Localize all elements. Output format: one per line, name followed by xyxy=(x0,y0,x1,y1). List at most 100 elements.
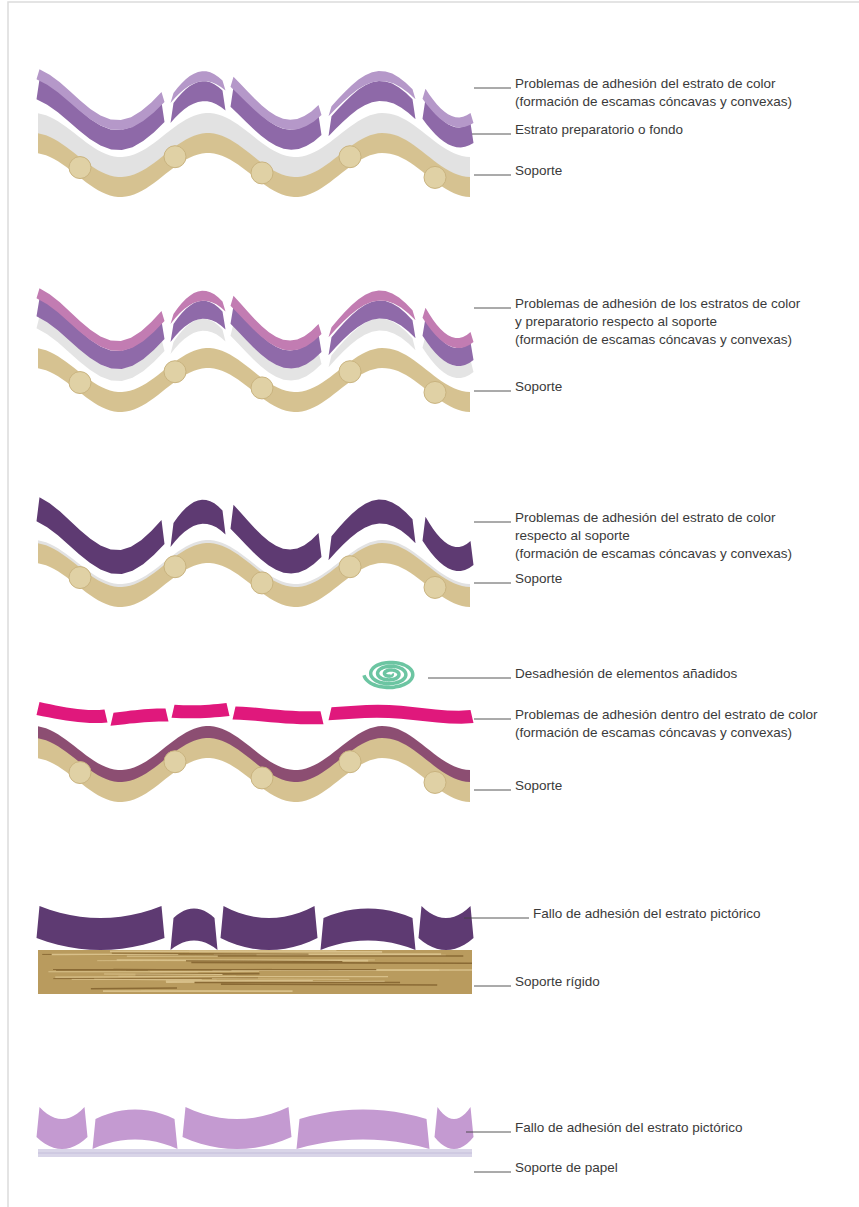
paper-support xyxy=(38,1149,472,1157)
wood-grain xyxy=(189,950,382,952)
leader-line xyxy=(474,522,511,523)
rigid-support xyxy=(38,950,472,994)
paper-fibre xyxy=(38,1153,472,1154)
wood-grain xyxy=(72,979,202,980)
paint-flake xyxy=(329,499,416,560)
leader-line xyxy=(474,790,511,791)
paint-flake xyxy=(183,1107,292,1149)
paint-flake xyxy=(171,908,218,950)
canvas-thread xyxy=(69,762,91,784)
wood-grain xyxy=(212,978,349,980)
canvas-thread xyxy=(69,372,91,394)
paint-flake xyxy=(171,500,226,547)
paint-flake xyxy=(435,1107,474,1149)
canvas-thread xyxy=(339,556,361,578)
leader-line xyxy=(474,88,511,89)
paint-flake xyxy=(231,77,322,130)
support-band xyxy=(38,738,470,802)
part-label: Problemas de adhesión del estrato de col… xyxy=(515,509,792,563)
wood-grain xyxy=(112,953,309,955)
paint-flake xyxy=(171,71,226,103)
paint-flake xyxy=(329,81,416,136)
added-element-spiral xyxy=(364,662,413,687)
paint-flake xyxy=(329,705,474,724)
case-3 xyxy=(37,497,474,607)
canvas-thread xyxy=(251,162,273,184)
case-5 xyxy=(37,906,474,994)
canvas-thread xyxy=(251,767,273,789)
part-label: Soporte rígido xyxy=(515,973,600,991)
wood-grain xyxy=(186,960,342,962)
frame xyxy=(8,2,859,1207)
canvas-thread xyxy=(424,381,446,403)
leader-line xyxy=(474,583,511,584)
wood-grain xyxy=(53,969,376,970)
leader-line xyxy=(474,391,511,392)
part-label: Fallo de adhesión del estrato pictórico xyxy=(533,905,760,923)
canvas-thread xyxy=(164,556,186,578)
paint-flake xyxy=(111,709,169,726)
paint-flake xyxy=(329,71,416,116)
canvas-thread xyxy=(339,146,361,168)
part-label: Fallo de adhesión del estrato pictórico xyxy=(515,1119,742,1137)
paint-flake xyxy=(231,505,322,574)
wood-grain xyxy=(103,990,293,992)
case-6 xyxy=(37,1107,474,1157)
case-2 xyxy=(37,288,474,412)
paint-flake xyxy=(221,906,318,950)
canvas-thread xyxy=(251,572,273,594)
leader-line xyxy=(428,678,511,679)
paint-flake xyxy=(37,497,165,574)
leader-line xyxy=(474,719,511,720)
canvas-thread xyxy=(164,361,186,383)
leader-line xyxy=(464,918,529,919)
leader-line xyxy=(472,134,511,135)
wood-grain xyxy=(104,973,222,975)
paint-flake xyxy=(423,517,474,571)
paint-flake xyxy=(419,906,474,950)
paint-flake xyxy=(171,291,226,324)
leader-line xyxy=(474,175,511,176)
paint-flake xyxy=(93,1109,178,1149)
leader-lines xyxy=(428,88,529,1172)
wood-grain xyxy=(55,976,236,978)
paint-flake xyxy=(423,89,474,128)
wood-grain xyxy=(166,980,313,982)
case-4 xyxy=(37,662,474,802)
part-label: Soporte xyxy=(515,777,562,795)
paint-flake xyxy=(172,703,230,718)
paint-flake xyxy=(321,908,416,950)
part-label: Problemas de adhesión dentro del estrato… xyxy=(515,706,818,742)
paint-flake xyxy=(233,707,324,725)
canvas-thread xyxy=(339,361,361,383)
canvas-thread xyxy=(164,146,186,168)
paint-flake xyxy=(37,288,165,351)
wood-grain xyxy=(194,982,400,984)
wood-grain xyxy=(141,990,230,992)
leader-line xyxy=(474,986,511,987)
case-1 xyxy=(37,69,474,197)
paint-flake xyxy=(37,69,165,130)
paint-flake xyxy=(37,1107,88,1149)
part-label: Desadhesión de elementos añadidos xyxy=(515,665,737,683)
canvas-thread xyxy=(69,157,91,179)
part-label: Problemas de adhesión del estrato de col… xyxy=(515,75,792,111)
canvas-thread xyxy=(424,771,446,793)
paint-flake xyxy=(37,702,108,723)
wood-grain xyxy=(48,971,198,972)
wood-grain xyxy=(218,955,464,956)
leader-line xyxy=(474,308,511,309)
paint-flake xyxy=(37,906,165,950)
wood-grain xyxy=(221,983,437,986)
part-label: Estrato preparatorio o fondo xyxy=(515,121,683,139)
canvas-thread xyxy=(251,377,273,399)
wood-grain xyxy=(91,987,177,989)
canvas-thread xyxy=(424,576,446,598)
paint-flake xyxy=(423,308,474,348)
part-label: Problemas de adhesión de los estratos de… xyxy=(515,295,800,349)
paint-flake xyxy=(297,1109,430,1149)
part-label: Soporte xyxy=(515,570,562,588)
leader-line xyxy=(466,1132,511,1133)
